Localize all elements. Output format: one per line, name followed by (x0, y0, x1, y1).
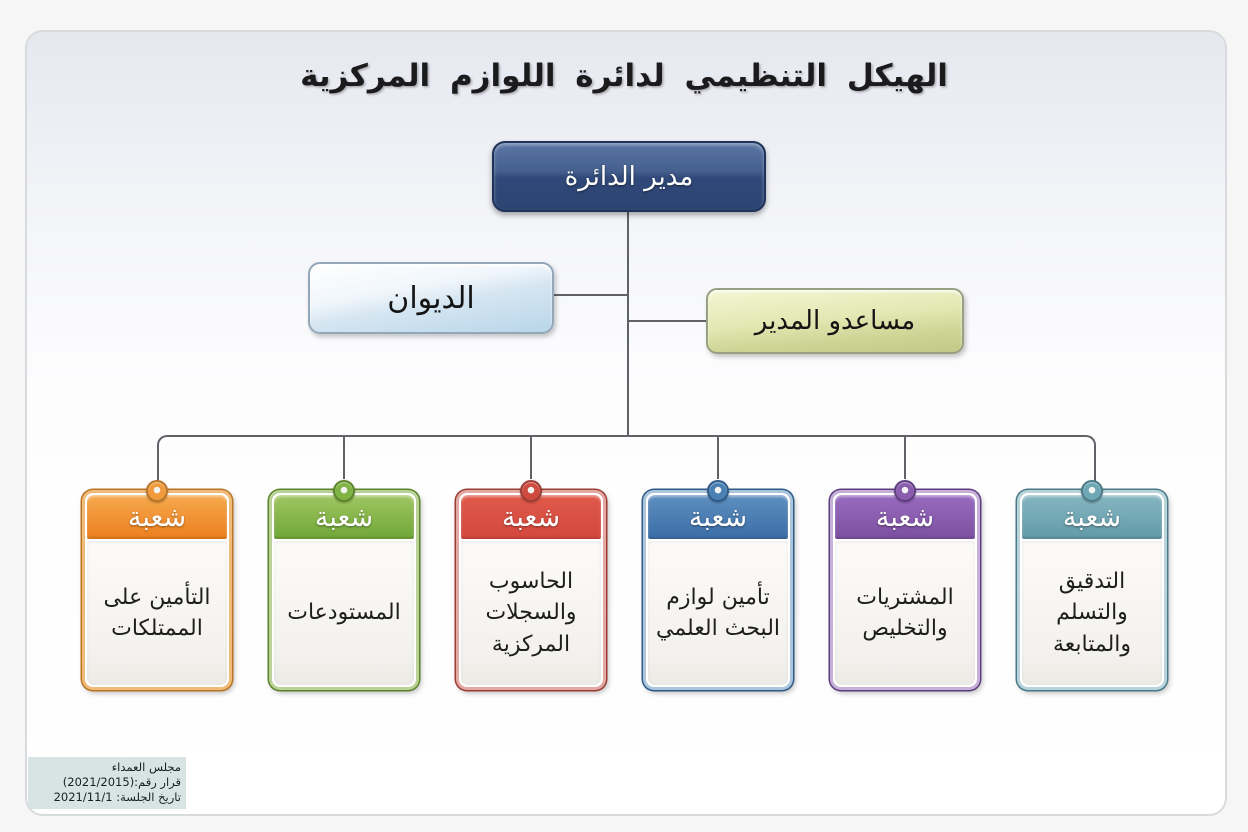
division-card-audit-followup: شعبة التدقيق والتسلم والمتابعة (1017, 480, 1167, 690)
division-card-property-insurance: شعبة التأمين على الممتلكات (82, 480, 232, 690)
connector-drop-4 (717, 435, 719, 479)
division-header: شعبة (461, 495, 601, 539)
division-name: المستودعات (274, 541, 414, 685)
ring-connector-icon (1081, 480, 1103, 502)
division-name: المشتريات والتخليص (835, 541, 975, 685)
division-card-research-supplies: شعبة تأمين لوازم البحث العلمي (643, 480, 793, 690)
division-header: شعبة (835, 495, 975, 539)
division-card-purchases-clearance: شعبة المشتريات والتخليص (830, 480, 980, 690)
division-name: التدقيق والتسلم والمتابعة (1022, 541, 1162, 685)
division-name: الحاسوب والسجلات المركزية (461, 541, 601, 685)
division-header: شعبة (1022, 495, 1162, 539)
node-assistants: مساعدو المدير (706, 288, 964, 354)
division-header: شعبة (87, 495, 227, 539)
division-header: شعبة (274, 495, 414, 539)
connector-drop-5 (904, 435, 906, 479)
node-diwan: الديوان (308, 262, 554, 334)
connector-diwan (550, 294, 628, 296)
ring-connector-icon (894, 480, 916, 502)
node-director: مدير الدائرة (492, 141, 766, 212)
page-title: الهيكل التنظيمي لدائرة اللوازم المركزية (300, 58, 948, 94)
division-card-warehouses: شعبة المستودعات (269, 480, 419, 690)
connector-drop-2 (343, 435, 345, 479)
division-header: شعبة (648, 495, 788, 539)
division-name: تأمين لوازم البحث العلمي (648, 541, 788, 685)
division-name: التأمين على الممتلكات (87, 541, 227, 685)
connector-rail (157, 435, 1096, 481)
ring-connector-icon (333, 480, 355, 502)
ring-connector-icon (520, 480, 542, 502)
ring-connector-icon (146, 480, 168, 502)
division-card-computer-records: شعبة الحاسوب والسجلات المركزية (456, 480, 606, 690)
connector-assistants (629, 320, 706, 322)
connector-drop-3 (530, 435, 532, 479)
decision-footnote: مجلس العمداء قرار رقم:(2021/2015) تاريخ … (28, 757, 186, 809)
ring-connector-icon (707, 480, 729, 502)
connector-director-vertical (627, 208, 629, 436)
